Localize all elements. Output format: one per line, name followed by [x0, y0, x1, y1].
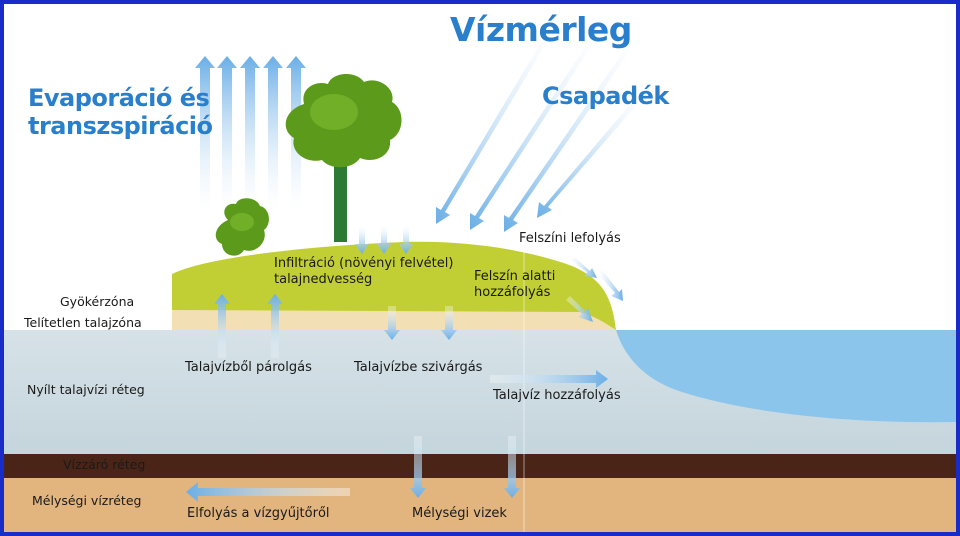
gw-inflow-label: Talajvíz hozzáfolyás [493, 388, 621, 403]
hill-root-zone [172, 241, 616, 330]
layer-aquitard-label: Vízzáró réteg [63, 457, 146, 472]
subsurface-inflow-arrow [566, 296, 593, 322]
subsurface-inflow-label-line2: hozzáfolyás [474, 285, 551, 300]
gw-seepage-arrows [384, 306, 457, 340]
evapotranspiration-label: Evaporáció és transzspiráció [28, 84, 213, 140]
deep-waters-label: Mélységi vizek [412, 506, 507, 521]
lake [616, 330, 956, 423]
evapotranspiration-line2: transzspiráció [28, 112, 213, 140]
tree-large-icon [285, 73, 402, 242]
tree-small-icon [215, 198, 269, 256]
gw-seepage-label: Talajvízbe szivárgás [354, 360, 483, 375]
layer-deep-aquifer-label: Mélységi vízréteg [32, 493, 142, 508]
gw-evaporation-label: Talajvízből párolgás [185, 360, 312, 375]
precipitation-arrows [436, 24, 648, 232]
aquitard-layer [4, 454, 956, 478]
infiltration-label-line1: Infiltráció (növényi felvétel) [274, 256, 454, 271]
surface-runoff-label: Felszíni lefolyás [519, 231, 621, 246]
layer-open-groundwater-label: Nyílt talajvízi réteg [27, 382, 145, 397]
evapotranspiration-line1: Evaporáció és [28, 84, 210, 112]
layer-unsaturated-label: Telítetlen talajzóna [24, 315, 142, 330]
outflow-label: Elfolyás a vízgyűjtőről [187, 506, 330, 521]
diagram-title: Vízmérleg [450, 10, 632, 49]
layer-root-zone-label: Gyökérzóna [60, 294, 135, 309]
surface-runoff-arrows [570, 256, 623, 301]
infiltration-label-line2: talajnedvesség [274, 272, 373, 287]
subsurface-inflow-label-line1: Felszín alatti [474, 269, 556, 284]
outflow-arrow [186, 482, 350, 502]
deep-aquifer-layer [4, 478, 956, 532]
precipitation-label: Csapadék [542, 82, 669, 110]
infiltration-arrows [355, 226, 413, 254]
water-balance-diagram [4, 24, 956, 532]
gw-evaporation-arrows [214, 294, 283, 358]
gw-inflow-arrow [490, 370, 608, 388]
deep-water-arrows [410, 436, 520, 498]
